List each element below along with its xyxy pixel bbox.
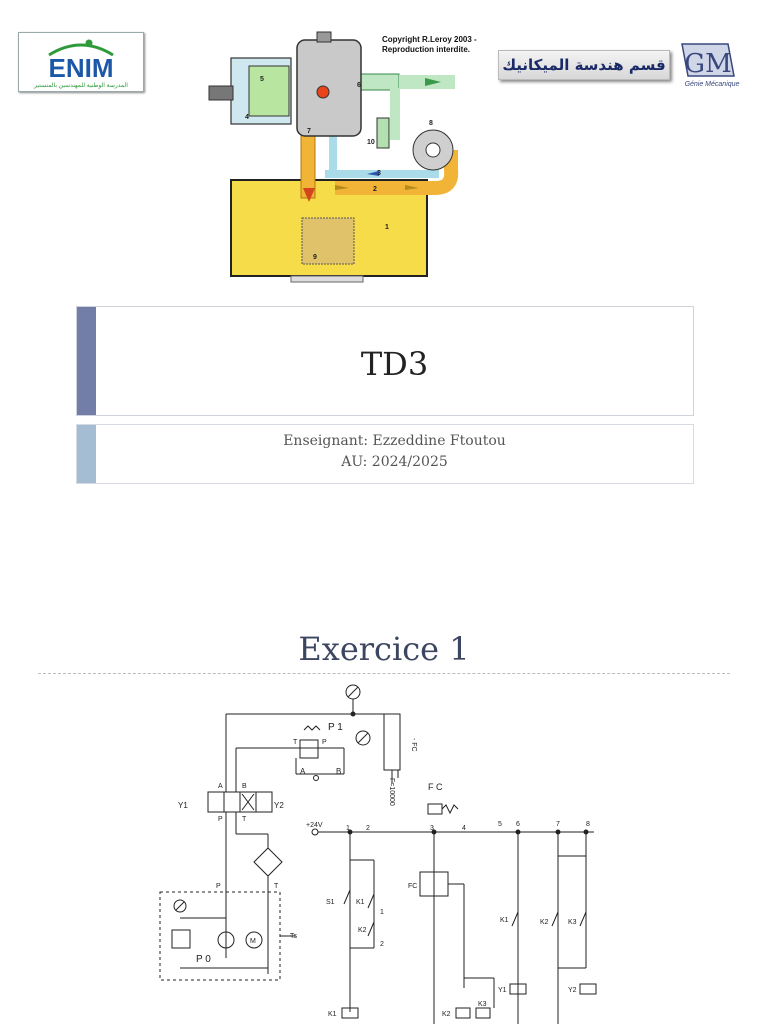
label-motor: M [250,938,256,945]
info-box: Enseignant: Ezzeddine Ftoutou AU: 2024/2… [76,424,694,484]
enim-logo-graphic: ENIM المدرسة الوطنية للمهندسين بالمنستير [33,39,128,89]
label-p1: P 1 [328,722,343,733]
label-fc-vertical: - FC [410,738,417,752]
label-k3-contact: K3 [568,919,577,926]
label-b-top: B [242,783,247,790]
section-divider [38,673,730,674]
enim-logo-subtitle: المدرسة الوطنية للمهندسين بالمنستير [33,82,128,89]
label-p: P [322,739,327,746]
label-a-top: A [218,783,223,790]
label-b: B [336,767,341,776]
label-k1-coil: K1 [328,1011,337,1018]
document-title: TD3 [360,345,429,383]
figure-label-2: 2 [373,186,377,193]
node-7: 7 [556,821,560,828]
enim-logo: ENIM المدرسة الوطنية للمهندسين بالمنستير [18,32,144,92]
title-accent-bar [77,307,96,415]
node-3: 3 [430,825,434,832]
label-y2: Y2 [274,801,284,810]
figure-label-9: 9 [313,254,317,261]
label-t: T [293,739,298,746]
label-force: F=10000 [388,778,395,806]
gm-logo-graphic: GM Génie Mécanique [681,43,740,88]
title-box: TD3 [76,306,694,416]
label-24v: +24V [306,822,323,829]
node-2: 2 [366,825,370,832]
label-k1-contact-b: K1 [500,917,509,924]
circuit-diagram: P 1 T P A B - FC F=10000 F C Y1 Y2 A B P… [159,684,597,1024]
label-fc-top: F C [428,782,443,792]
figure-label-10: 10 [367,139,375,146]
label-y1: Y1 [178,801,188,810]
label-t-bottom: T [242,816,247,823]
copyright-line1: Copyright R.Leroy 2003 - [382,35,477,44]
label-contact-2: 2 [380,941,384,948]
node-4: 4 [462,825,466,832]
label-p-pump: P [216,883,221,890]
label-k3-coil: K3 [478,1001,487,1008]
label-k2-coil: K2 [442,1011,451,1018]
department-name: قسم هندسة الميكانيك [498,50,670,80]
figure-label-1: 1 [385,224,389,231]
figure-label-8: 8 [429,120,433,127]
label-ts: Ts [290,933,298,940]
label-y1-coil: Y1 [498,987,507,994]
teacher-name: Enseignant: Ezzeddine Ftoutou [283,433,506,449]
figure-label-7: 7 [307,128,311,135]
label-y2-coil: Y2 [568,987,577,994]
label-k1-contact: K1 [356,899,365,906]
label-s1: S1 [326,899,335,906]
figure-label-4: 4 [245,114,249,121]
hydraulic-pump-figure: 5 4 6 7 10 8 3 2 1 9 [208,31,459,283]
exercise-title: Exercice 1 [298,630,470,668]
label-a: A [300,767,306,776]
department-logo: قسم هندسة الميكانيك GM Génie Mécanique [498,36,744,92]
label-k2-contact: K2 [358,927,367,934]
label-t-pump: T [274,883,279,890]
copyright-note: Copyright R.Leroy 2003 - Reproduction in… [382,35,477,55]
gm-logo-mono: GM [684,49,731,79]
node-8: 8 [586,821,590,828]
academic-year: AU: 2024/2025 [341,454,448,470]
label-k2-contact-b: K2 [540,919,549,926]
figure-label-5: 5 [260,76,264,83]
figure-label-3: 3 [377,170,381,177]
figure-label-6: 6 [357,82,361,89]
label-p0: P 0 [196,954,211,965]
label-contact-1: 1 [380,909,384,916]
info-accent-bar [77,425,96,483]
copyright-line2: Reproduction interdite. [382,45,470,54]
node-1: 1 [346,825,350,832]
label-p-bottom: P [218,816,223,823]
enim-logo-text: ENIM [49,53,114,83]
label-fc-switch: FC [408,883,417,890]
node-5: 5 [498,821,502,828]
gm-logo-caption: Génie Mécanique [685,81,740,88]
node-6: 6 [516,821,520,828]
